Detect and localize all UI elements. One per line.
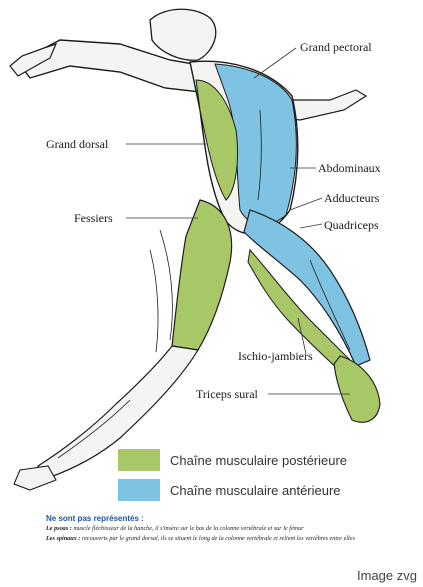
label-quadriceps: Quadriceps (324, 218, 379, 232)
notes-block: Ne sont pas représentés : Le psoas : mus… (46, 514, 376, 544)
legend-swatch-anterior (118, 479, 160, 501)
note-psoas-term: Le psoas : (46, 525, 72, 532)
legend-swatch-posterior (118, 449, 160, 471)
legend-label-anterior: Chaîne musculaire antérieure (170, 483, 341, 498)
label-fessiers: Fessiers (74, 211, 113, 225)
legend-anterior: Chaîne musculaire antérieure (118, 479, 341, 501)
label-adducteurs: Adducteurs (324, 191, 379, 205)
note-spinaux-text: recouverts par le grand dorsal, ils se s… (82, 535, 355, 542)
head (150, 9, 216, 60)
note-psoas: Le psoas : muscle fléchisseur de la hanc… (46, 525, 376, 533)
calf-front (334, 356, 380, 422)
leg-front (244, 210, 370, 366)
label-grand-dorsal: Grand dorsal (46, 137, 108, 151)
watermark: Image zvg (357, 568, 417, 583)
label-triceps-sural: Triceps sural (196, 387, 258, 401)
note-spinaux-term: Les spinaux : (46, 535, 80, 542)
label-abdominaux: Abdominaux (318, 161, 381, 175)
leg-back-thigh (172, 200, 232, 350)
label-grand-pectoral: Grand pectoral (300, 40, 372, 54)
legend-posterior: Chaîne musculaire postérieure (118, 449, 347, 471)
note-psoas-text: muscle fléchisseur de la hanche, il s'in… (73, 525, 303, 532)
legend-label-posterior: Chaîne musculaire postérieure (170, 453, 347, 468)
foot (14, 466, 56, 490)
notes-title: Ne sont pas représentés : (46, 514, 376, 523)
note-spinaux: Les spinaux : recouverts par le grand do… (46, 535, 376, 543)
label-ischio-jambiers: Ischio-jambiers (238, 349, 313, 363)
